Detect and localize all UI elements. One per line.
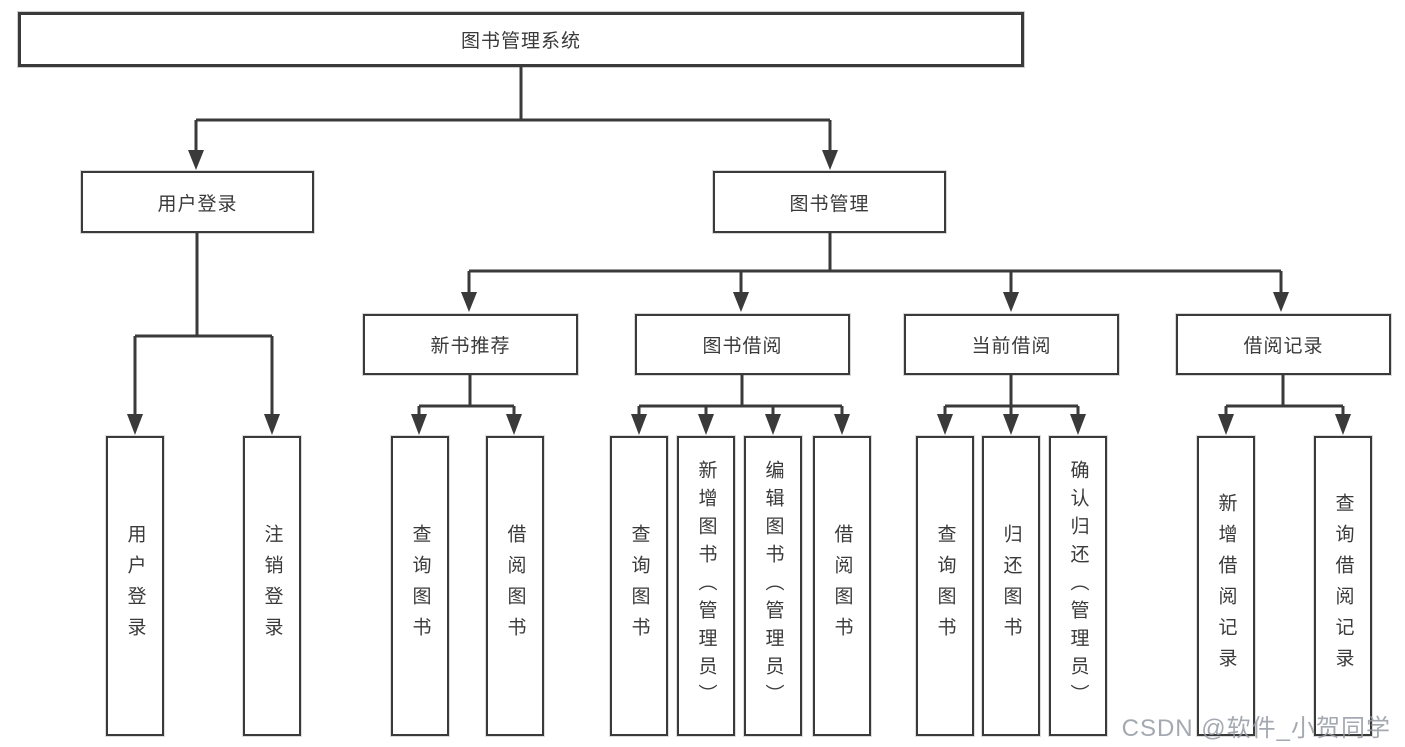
leaf-add-borrow-record: 新增借阅记录: [1197, 436, 1255, 736]
leaf-query-books-borrow: 查询图书: [610, 436, 668, 736]
node-label: 图书管理: [789, 193, 870, 215]
leaf-label: 借阅图书: [504, 524, 526, 648]
leaf-borrow-books-recommend: 借阅图书: [486, 436, 544, 736]
leaf-add-books-admin: 新增图书（管理员）: [677, 436, 735, 736]
leaf-label: 新增借阅记录: [1215, 493, 1237, 679]
leaf-edit-books-admin: 编辑图书（管理员）: [744, 436, 802, 736]
leaf-confirm-return-admin: 确认归还（管理员）: [1049, 436, 1107, 736]
node-book-borrow: 图书借阅: [635, 314, 850, 375]
csdn-watermark: CSDN @软件_小贺同学: [1121, 715, 1391, 742]
leaf-label: 新增图书（管理员）: [695, 460, 717, 712]
leaf-query-books-current: 查询图书: [916, 436, 974, 736]
leaf-logout: 注销登录: [243, 436, 301, 736]
node-current-borrow: 当前借阅: [904, 314, 1119, 375]
node-label: 图书管理系统: [460, 31, 581, 52]
leaf-label: 查询图书: [628, 524, 650, 648]
node-new-book-recommend: 新书推荐: [363, 314, 578, 375]
leaf-label: 用户登录: [124, 524, 146, 648]
leaf-label: 归还图书: [1000, 524, 1022, 648]
leaf-return-books: 归还图书: [982, 436, 1040, 736]
node-label: 用户登录: [157, 193, 238, 215]
leaf-borrow-books: 借阅图书: [813, 436, 871, 736]
node-user-login: 用户登录: [81, 171, 314, 233]
leaf-label: 查询图书: [409, 524, 431, 648]
node-label: 当前借阅: [971, 336, 1052, 357]
node-borrow-records: 借阅记录: [1176, 314, 1391, 375]
leaf-label: 编辑图书（管理员）: [762, 460, 784, 712]
node-library-management-system: 图书管理系统: [18, 12, 1024, 67]
leaf-label: 借阅图书: [831, 524, 853, 648]
node-label: 新书推荐: [430, 336, 511, 357]
leaf-label: 注销登录: [261, 524, 283, 648]
node-label: 图书借阅: [702, 336, 783, 357]
leaf-label: 查询借阅记录: [1332, 493, 1354, 679]
leaf-user-login: 用户登录: [106, 436, 164, 736]
leaf-label: 查询图书: [934, 524, 956, 648]
leaf-query-books-recommend: 查询图书: [391, 436, 449, 736]
node-book-management: 图书管理: [713, 171, 946, 233]
leaf-query-borrow-record: 查询借阅记录: [1314, 436, 1372, 736]
leaf-label: 确认归还（管理员）: [1067, 460, 1089, 712]
node-label: 借阅记录: [1243, 336, 1324, 357]
